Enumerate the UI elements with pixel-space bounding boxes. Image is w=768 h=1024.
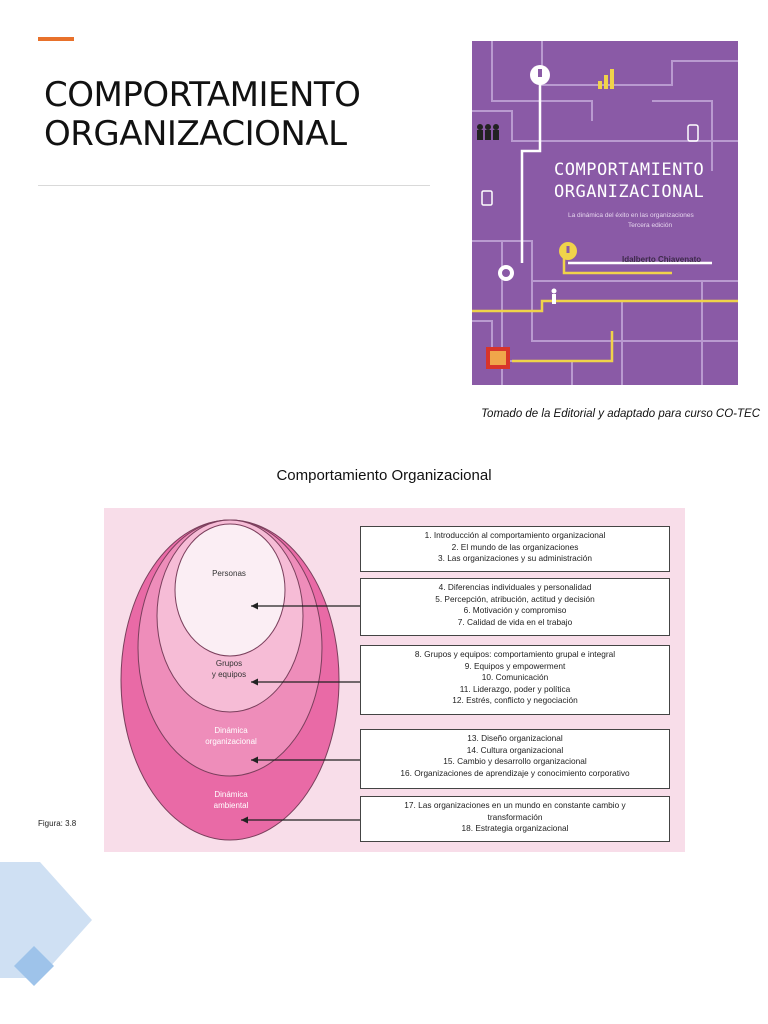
topic-line: 18. Estrategia organizacional (461, 823, 569, 833)
accent-bar (38, 37, 74, 41)
book-author: Idalberto Chiavenato (622, 255, 702, 264)
tablet-icon (481, 190, 493, 206)
topic-box-grupos: 8. Grupos y equipos: comportamiento grup… (360, 645, 670, 715)
topic-line: 4. Diferencias individuales y personalid… (438, 582, 592, 592)
topic-box-personas: 4. Diferencias individuales y personalid… (360, 578, 670, 636)
topic-line: 7. Calidad de vida en el trabajo (457, 616, 573, 627)
diagram-title: Comportamiento Organizacional (276, 467, 492, 484)
topic-line: 6. Motivación y compromiso (463, 605, 567, 615)
topic-line: 17. Las organizaciones en un mundo en co… (404, 800, 626, 810)
ring-label-dinorg-line-1: Dinámica (214, 726, 248, 735)
cloud-icon (530, 65, 550, 85)
topic-line: 14. Cultura organizacional (466, 744, 564, 755)
topic-line: 11. Liderazgo, poder y política (459, 683, 571, 694)
book-title-line-1: COMPORTAMIENTO (554, 160, 705, 180)
title-divider (38, 185, 430, 186)
topic-line: 1. Introducción al comportamiento organi… (424, 530, 606, 540)
topic-line: 13. Diseño organizacional (467, 733, 563, 743)
topic-line: 15. Cambio y desarrollo organizacional (443, 756, 587, 766)
ring-label-grupos-line-2: y equipos (211, 670, 247, 679)
slide-title-line-1: COMPORTAMIENTO (44, 75, 361, 115)
ring-personas (174, 523, 286, 657)
book-title: COMPORTAMIENTO ORGANIZACIONAL (554, 159, 734, 203)
person-icon (551, 288, 557, 304)
ring-label-dinamica-ambiental: Dinámica ambiental (176, 789, 286, 811)
topic-line: 10. Comunicación (481, 672, 549, 682)
ring-label-dinamb-line-2: ambiental (213, 801, 249, 810)
topic-box-dinamica-ambiental: 17. Las organizaciones en un mundo en co… (360, 796, 670, 842)
phone-icon (687, 124, 699, 142)
ring-label-dinorg-line-2: organizacional (205, 737, 257, 746)
ring-label-personas-text: Personas (212, 569, 246, 578)
book-subtitle: La dinámica del éxito en las organizacio… (568, 211, 728, 231)
globe-icon (498, 265, 514, 281)
topic-line: 8. Grupos y equipos: comportamiento grup… (414, 649, 616, 659)
slide-title: COMPORTAMIENTO ORGANIZACIONAL (44, 76, 444, 154)
figure-label: Figura: 3.8 (38, 819, 77, 828)
topic-box-dinamica-organizacional: 13. Diseño organizacional 14. Cultura or… (360, 729, 670, 789)
warning-cloud-icon (559, 242, 577, 260)
chart-icon (598, 69, 614, 89)
topic-line: 3. Las organizaciones y su administració… (437, 553, 593, 563)
image-caption: Tomado de la Editorial y adaptado para c… (481, 408, 760, 420)
book-cover-image: COMPORTAMIENTO ORGANIZACIONAL La dinámic… (472, 41, 738, 385)
ring-label-grupos: Grupos y equipos (179, 658, 279, 680)
topic-line: 16. Organizaciones de aprendizaje y cono… (400, 767, 630, 778)
topic-line: 2. El mundo de las organizaciones (451, 541, 579, 552)
ring-label-dinamica-organizacional: Dinámica organizacional (176, 725, 286, 747)
ring-label-grupos-line-1: Grupos (215, 659, 243, 668)
topic-line: transformación (487, 811, 543, 822)
ring-label-personas: Personas (179, 568, 279, 579)
topic-line: 5. Percepción, atribución, actitud y dec… (435, 593, 595, 604)
book-edition: Tercera edición (628, 222, 673, 229)
ring-label-dinamb-line-1: Dinámica (214, 790, 248, 799)
topic-box-introduccion: 1. Introducción al comportamiento organi… (360, 526, 670, 572)
topic-line: 9. Equipos y empowerment (464, 660, 566, 671)
people-icon (477, 124, 499, 140)
book-title-line-2: ORGANIZACIONAL (554, 182, 705, 202)
slide-title-line-2: ORGANIZACIONAL (44, 114, 347, 154)
decorative-diamond-shapes (0, 862, 92, 986)
diagram-panel: Personas Grupos y equipos Dinámica organ… (104, 508, 685, 852)
book-subtitle-text: La dinámica del éxito en las organizacio… (568, 212, 694, 219)
topic-line: 12. Estrés, conflicto y negociación (452, 695, 578, 705)
